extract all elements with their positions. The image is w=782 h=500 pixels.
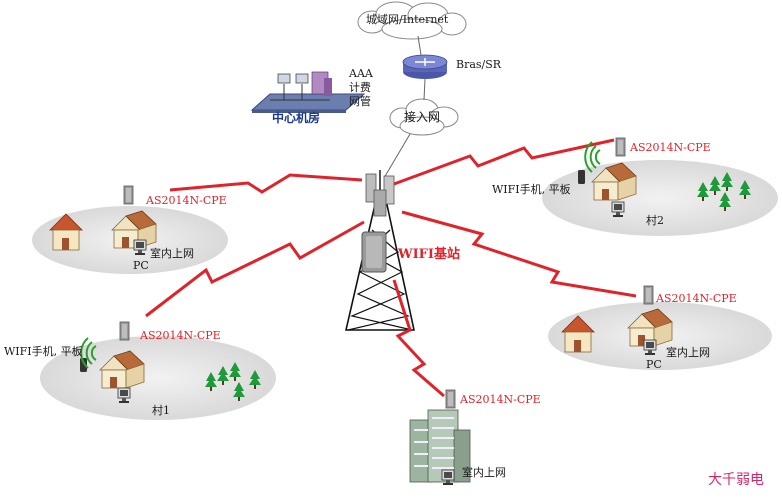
cpe-label-building: AS2014N-CPE [460,393,541,406]
cpe-label-left-top: AS2014N-CPE [146,194,227,207]
datacenter-service-nms: 网管 [349,95,371,108]
site-right-top [578,137,751,218]
internet-cloud-label: 城域网/Internet [366,13,449,26]
internet-cloud [357,1,467,40]
site-left-bottom [80,321,261,404]
router-icon [402,54,448,79]
pc-label-left-top: PC [133,259,149,272]
wifi-label-left-bottom: WIFI手机, 平板 [4,345,83,358]
wifi-label-right-top: WIFI手机, 平板 [492,183,571,196]
access-network-cloud [389,98,459,136]
wireless-links [145,138,637,398]
cpe-label-right-bottom: AS2014N-CPE [656,292,737,305]
datacenter-service-billing: 计费 [349,81,371,94]
site-ground-left-bottom [40,336,276,420]
base-station-label: WIFI基站 [398,247,460,262]
village-label-2: 村2 [646,214,664,227]
datacenter-icon [250,71,366,113]
watermark: 大千弱电 [708,472,764,488]
indoor-label-building: 室内上网 [462,466,506,479]
datacenter-service-aaa: AAA [349,67,373,80]
indoor-label-right-bottom: 室内上网 [666,346,710,359]
indoor-label-left-top: 室内上网 [150,247,194,260]
village-label-1: 村1 [152,404,170,417]
router-label: Bras/SR [456,58,502,71]
access-network-label: 接入网 [404,110,441,124]
wifi-tower [344,170,415,331]
cpe-label-right-top: AS2014N-CPE [630,141,711,154]
pc-label-right-bottom: PC [646,358,662,371]
cpe-label-left-bottom: AS2014N-CPE [140,329,221,342]
datacenter-title: 中心机房 [272,111,321,125]
site-building [409,389,471,486]
